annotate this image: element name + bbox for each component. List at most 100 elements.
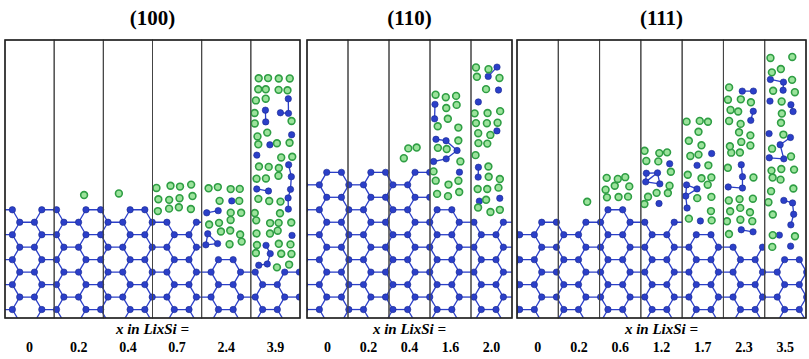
si-atom	[360, 232, 366, 238]
si-atom	[193, 219, 199, 225]
li-atom	[708, 174, 715, 181]
si-atom	[9, 281, 15, 287]
si-atom	[230, 281, 236, 287]
li-atom	[497, 108, 504, 115]
si-atom	[750, 108, 756, 114]
axis-label: x in LixSi =	[373, 321, 446, 338]
si-atom	[205, 231, 211, 237]
si-atom	[142, 281, 148, 287]
li-atom	[767, 55, 774, 62]
li-atom	[626, 183, 633, 190]
column-frame	[103, 40, 152, 318]
si-atom	[575, 256, 581, 262]
composition-value: 0	[534, 340, 541, 355]
si-atom	[730, 244, 736, 250]
si-atom	[193, 269, 199, 275]
si-atom	[264, 261, 270, 267]
si-atom	[531, 281, 537, 287]
li-atom	[727, 208, 734, 215]
li-atom	[238, 238, 245, 245]
si-atom	[627, 244, 633, 250]
si-atom	[267, 142, 273, 148]
si-atom	[427, 244, 430, 250]
li-atom	[484, 186, 491, 193]
si-atom	[360, 256, 366, 262]
li-atom	[216, 197, 223, 204]
si-atom	[368, 269, 374, 275]
li-atom	[155, 196, 162, 203]
si-bond	[103, 310, 108, 318]
si-atom	[693, 281, 699, 287]
si-atom	[539, 244, 545, 250]
li-atom	[789, 54, 796, 61]
si-atom	[475, 174, 481, 180]
si-atom	[285, 195, 291, 201]
si-atom	[493, 281, 499, 287]
li-atom	[685, 215, 692, 222]
si-atom	[693, 256, 699, 262]
li-atom	[738, 139, 745, 146]
li-atom	[475, 130, 482, 137]
composition-value: 3.5	[777, 340, 795, 355]
si-atom	[404, 232, 410, 238]
si-atom	[777, 142, 783, 148]
si-atom	[75, 294, 81, 300]
column-frame	[251, 40, 300, 318]
li-atom	[236, 185, 243, 192]
si-atom	[360, 182, 366, 188]
si-atom	[83, 207, 89, 213]
si-atom	[600, 294, 604, 300]
si-atom	[600, 244, 604, 250]
si-atom	[664, 306, 670, 312]
composition-value: 0.2	[70, 340, 88, 355]
si-atom	[149, 269, 153, 275]
li-atom	[792, 233, 799, 240]
si-atom	[54, 207, 60, 213]
si-atom	[561, 306, 567, 312]
si-atom	[759, 269, 764, 275]
column-frame	[723, 40, 764, 318]
si-atom	[431, 116, 437, 122]
li-atom	[645, 193, 652, 200]
li-atom	[214, 184, 221, 191]
si-atom	[215, 306, 221, 312]
si-atom	[737, 306, 743, 312]
li-atom	[255, 75, 262, 82]
si-atom	[324, 194, 330, 200]
si-atom	[471, 294, 477, 300]
si-atom	[404, 207, 410, 213]
li-atom	[457, 158, 464, 165]
si-atom	[171, 232, 177, 238]
si-atom	[583, 219, 589, 225]
si-atom	[382, 194, 388, 200]
si-atom	[427, 194, 430, 200]
si-atom	[61, 219, 67, 225]
si-atom	[97, 256, 103, 262]
si-atom	[553, 269, 558, 275]
li-atom	[474, 73, 481, 80]
si-atom	[338, 269, 344, 275]
si-atom	[643, 170, 649, 176]
si-atom	[434, 232, 440, 238]
si-atom	[730, 269, 736, 275]
li-atom	[262, 86, 269, 93]
si-atom	[186, 232, 192, 238]
li-atom	[475, 140, 482, 147]
si-atom	[693, 306, 699, 312]
si-atom	[252, 294, 258, 300]
si-atom	[517, 306, 523, 312]
composition-value: 2.4	[218, 340, 236, 355]
si-atom	[54, 256, 60, 262]
si-atom	[31, 269, 37, 275]
column-atoms	[765, 54, 806, 318]
si-atom	[715, 244, 721, 250]
si-atom	[752, 256, 758, 262]
li-atom	[769, 174, 776, 181]
si-atom	[127, 207, 133, 213]
si-atom	[750, 229, 756, 235]
si-atom	[186, 256, 192, 262]
li-atom	[747, 142, 754, 149]
si-atom	[649, 281, 655, 287]
li-atom	[737, 216, 744, 223]
column-atoms	[600, 174, 641, 318]
